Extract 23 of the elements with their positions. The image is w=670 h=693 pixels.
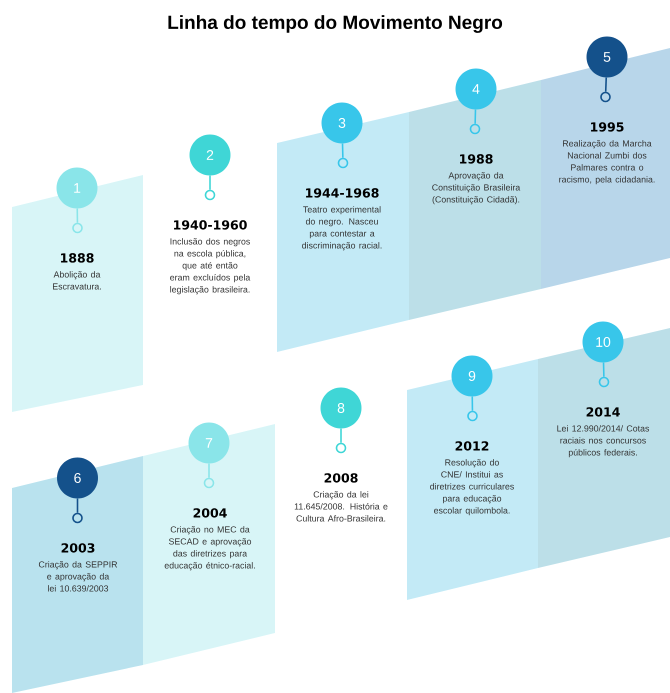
pin-stem: [602, 362, 605, 377]
pin-stem: [471, 396, 474, 411]
event-text: 1940-1960 Inclusão dos negros na escola pública, que até então eram excluídos pela legislação brasileira.: [170, 220, 250, 294]
pin-stem: [474, 110, 476, 124]
pin-ring: [72, 222, 83, 234]
pin-stem: [604, 78, 608, 92]
pin-ring: [336, 442, 346, 454]
pin-ring: [72, 512, 83, 524]
pin-stem: [342, 144, 344, 158]
pin-stem: [76, 498, 78, 513]
pin-stem: [209, 176, 211, 190]
title: Linha do tempo do Movimento Negro: [168, 15, 502, 33]
pin-stem: [208, 464, 210, 478]
pin-stem: [76, 208, 78, 223]
pin-ring: [470, 124, 480, 134]
pin-ring: [204, 190, 216, 200]
pin-ring: [467, 410, 478, 422]
pin-ring: [338, 158, 348, 168]
event-text: 2008 Criação da lei 11.645/2008. História e Cultura Afro-Brasileira.: [294, 473, 388, 522]
pin-ring: [204, 478, 214, 488]
pin-ring: [598, 376, 610, 388]
pin-ring: [600, 92, 611, 102]
pin-stem: [340, 428, 342, 443]
